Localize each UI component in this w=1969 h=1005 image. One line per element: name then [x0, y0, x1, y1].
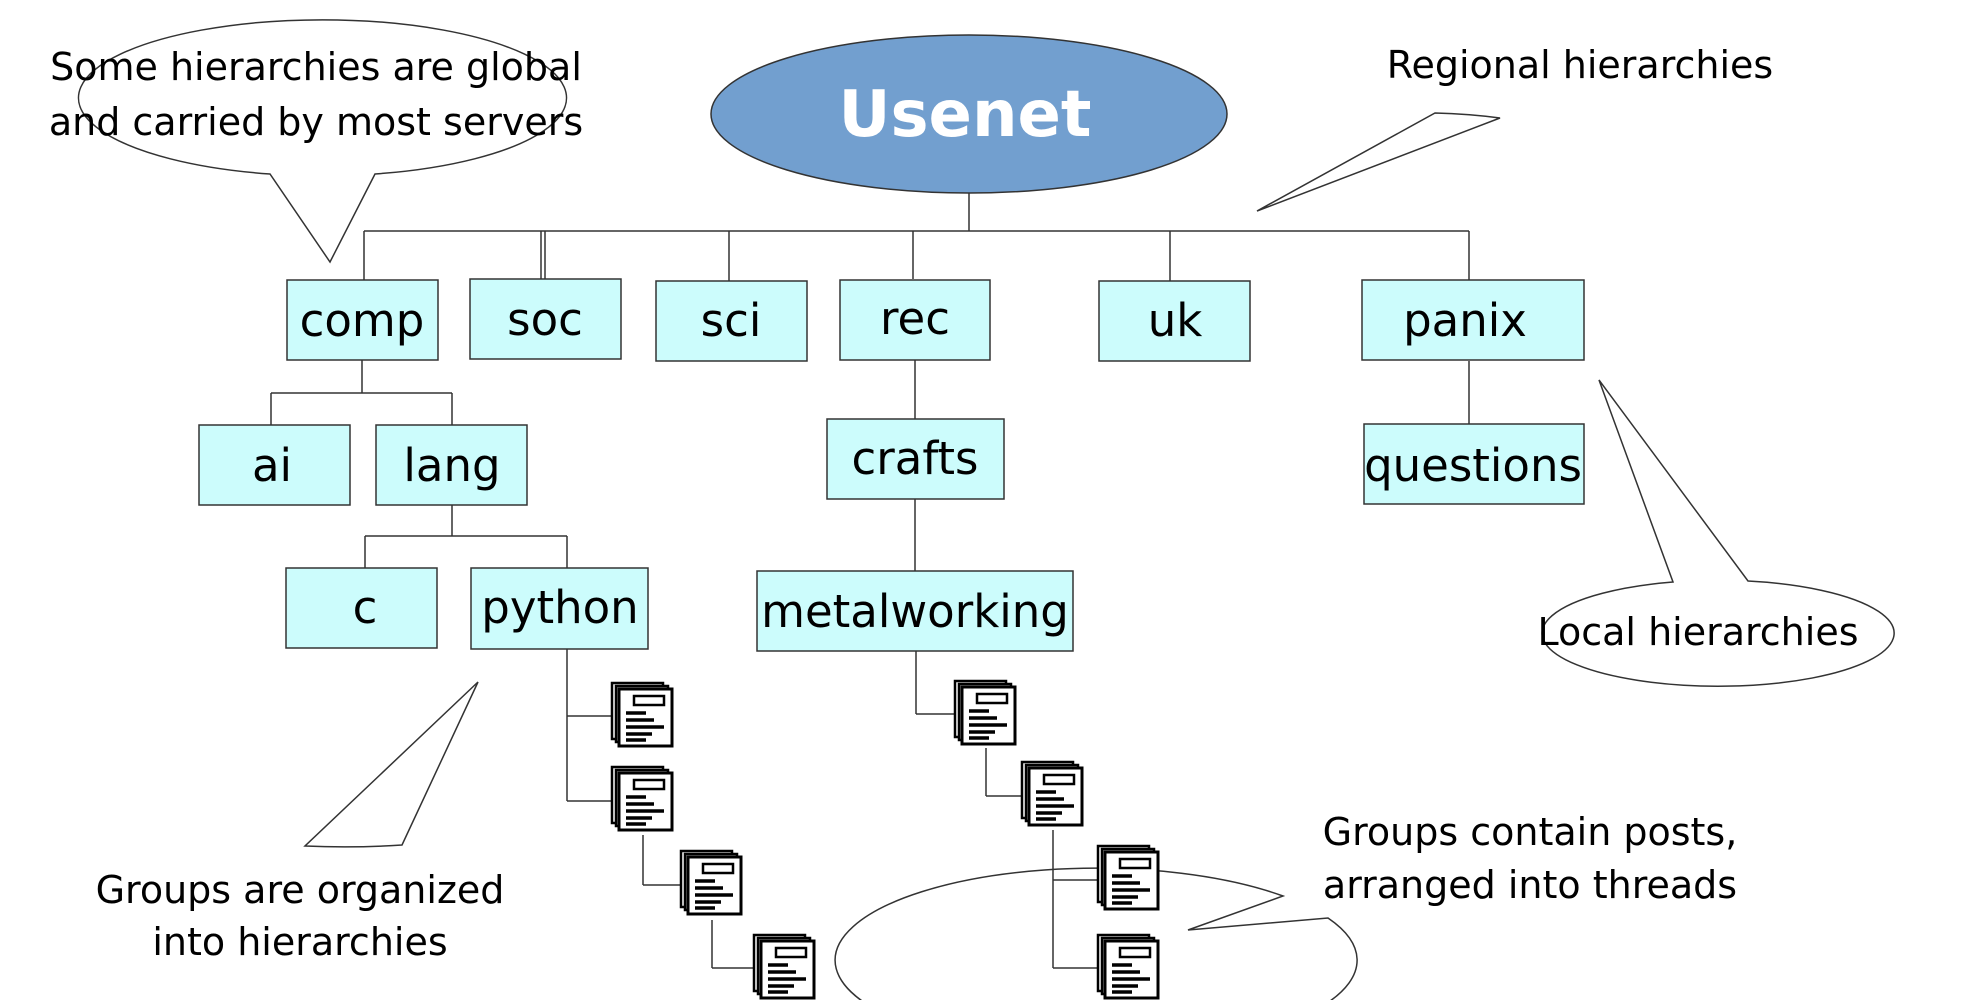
node-comp-box [286, 279, 439, 361]
node-metalworking-label: metalworking [761, 585, 1069, 638]
node-crafts: crafts [826, 418, 1005, 500]
callout-global: Some hierarchies are global and carried … [49, 19, 583, 264]
callout-regional-line-1: Regional hierarchies [1387, 43, 1773, 87]
document-icon [610, 681, 674, 748]
node-uk: uk [1098, 280, 1251, 362]
callout-organized-bubble [303, 681, 479, 848]
callout-local-bubble [1541, 379, 1895, 687]
document-icon [679, 849, 743, 916]
node-lang-box [375, 424, 528, 506]
usenet-root-label: Usenet [838, 78, 1091, 152]
node-soc-label: soc [507, 293, 583, 346]
node-python-box [470, 567, 649, 650]
node-sci: sci [655, 280, 808, 362]
callout-global-bubble [77, 19, 568, 264]
node-metalworking: metalworking [756, 570, 1074, 652]
node-ai: ai [198, 424, 351, 506]
document-icon [610, 765, 674, 832]
callout-organized-line-1: Groups are organized [96, 868, 505, 912]
node-python-label: python [481, 581, 638, 634]
node-uk-box [1098, 280, 1251, 362]
node-comp: comp [286, 279, 439, 361]
node-panix-box [1361, 279, 1585, 361]
node-c-label: c [353, 581, 378, 634]
node-c: c [285, 567, 438, 649]
callout-organized: Groups are organized into hierarchies [96, 681, 505, 964]
callout-regional-bubble [1256, 112, 1501, 212]
node-uk-label: uk [1148, 294, 1203, 347]
callout-regional: Regional hierarchies [1256, 43, 1773, 212]
document-icon [1020, 760, 1084, 827]
node-questions-label: questions [1364, 439, 1582, 492]
callout-organized-line-2: into hierarchies [152, 920, 447, 964]
node-lang-label: lang [403, 439, 500, 492]
node-crafts-label: crafts [852, 432, 979, 485]
callout-posts-line-1: Groups contain posts, [1323, 810, 1738, 854]
usenet-root-ellipse [710, 34, 1228, 194]
node-soc: soc [469, 278, 622, 360]
callout-local-line-1: Local hierarchies [1538, 610, 1859, 654]
node-sci-label: sci [701, 294, 762, 347]
callout-global-line-2: and carried by most servers [49, 100, 583, 144]
node-python: python [470, 567, 649, 650]
callout-local: Local hierarchies [1538, 379, 1895, 687]
posts-layer [610, 679, 1160, 1000]
document-icon [1096, 933, 1160, 1000]
callout-posts-line-2: arranged into threads [1323, 863, 1737, 907]
document-icon [1096, 844, 1160, 911]
node-comp-label: comp [300, 294, 425, 347]
node-c-box [285, 567, 438, 649]
node-rec: rec [839, 279, 991, 361]
node-crafts-box [826, 418, 1005, 500]
node-soc-box [469, 278, 622, 360]
callout-posts-bubble [834, 867, 1358, 1005]
node-ai-label: ai [252, 439, 292, 492]
node-questions: questions [1363, 423, 1585, 505]
connector-lines [270, 193, 1470, 969]
callout-global-line-1: Some hierarchies are global [50, 45, 582, 89]
node-panix: panix [1361, 279, 1585, 361]
document-icon [953, 679, 1017, 746]
usenet-root: Usenet [710, 34, 1228, 194]
callout-posts: Groups contain posts, arranged into thre… [834, 810, 1738, 1005]
node-metalworking-box [756, 570, 1074, 652]
node-sci-box [655, 280, 808, 362]
node-rec-box [839, 279, 991, 361]
node-lang: lang [375, 424, 528, 506]
node-panix-label: panix [1403, 294, 1527, 347]
node-rec-label: rec [880, 292, 950, 345]
node-ai-box [198, 424, 351, 506]
document-icon [752, 933, 816, 1000]
node-questions-box [1363, 423, 1585, 505]
